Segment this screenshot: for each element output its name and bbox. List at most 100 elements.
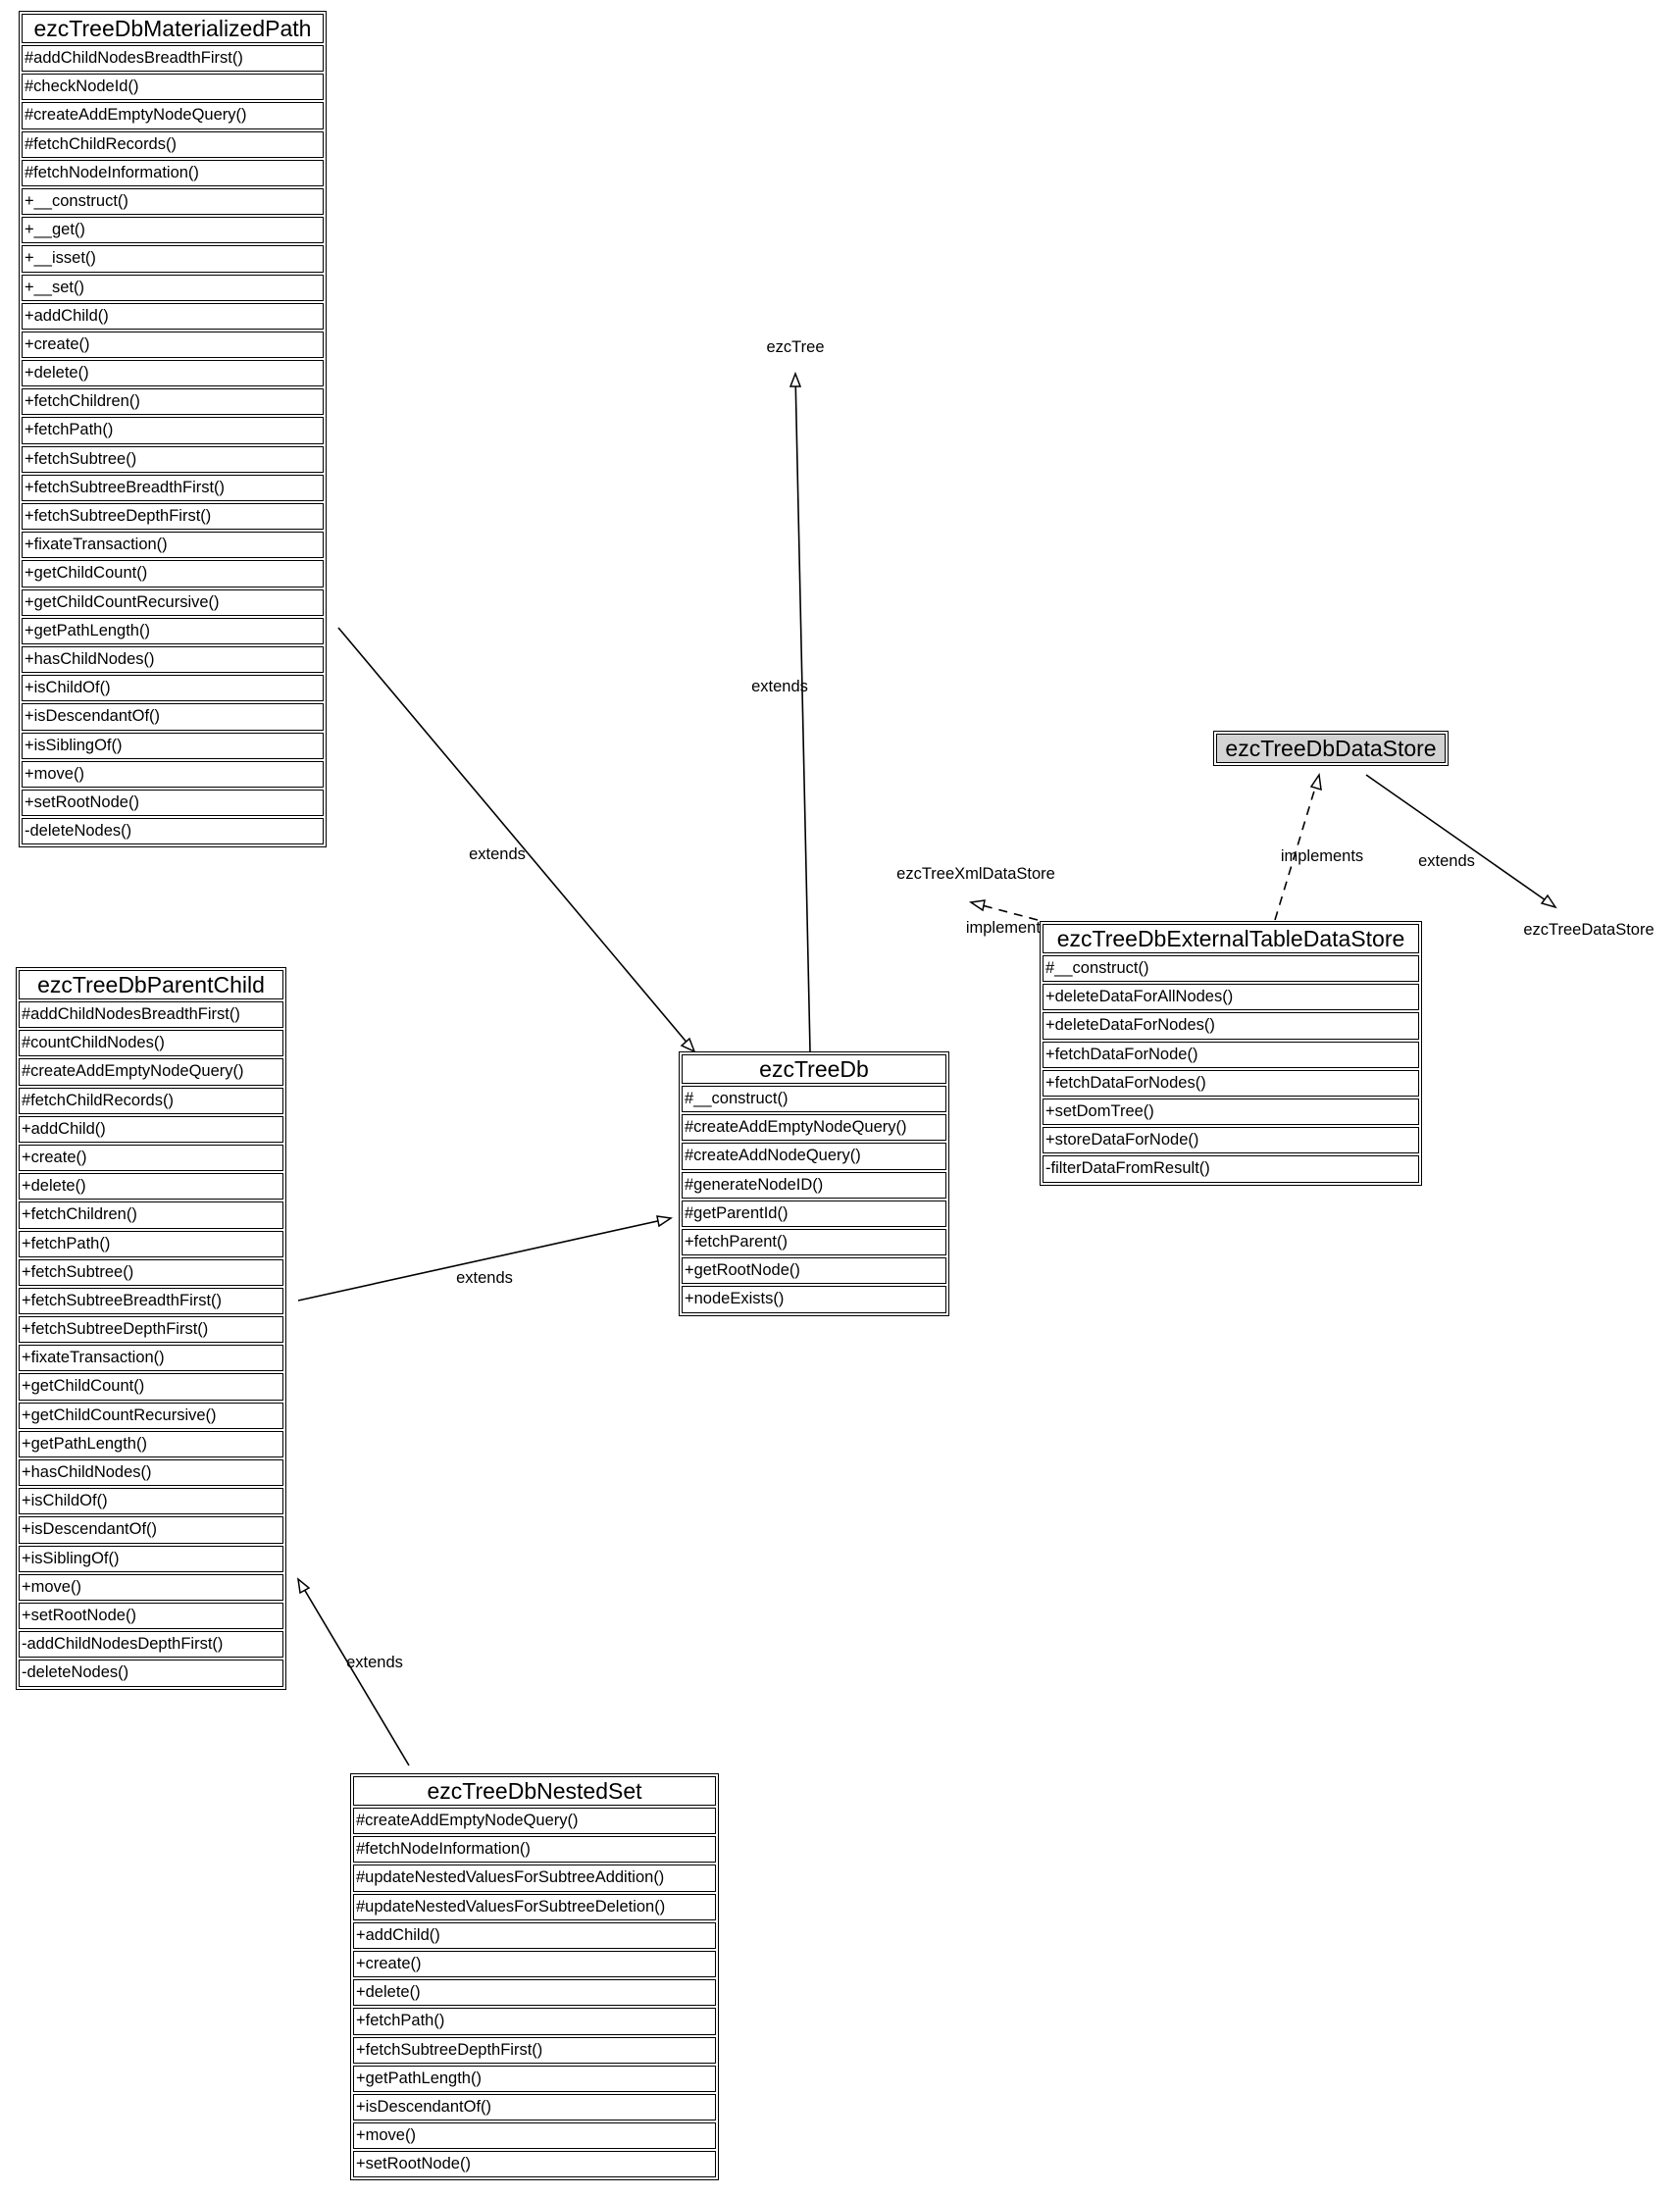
class-member: -deleteNodes()	[22, 818, 324, 845]
class-member: +delete()	[19, 1173, 283, 1201]
class-member: -addChildNodesDepthFirst()	[19, 1631, 283, 1659]
class-member: +hasChildNodes()	[19, 1459, 283, 1487]
member-list: #__construct()#createAddEmptyNodeQuery()…	[682, 1086, 946, 1313]
edge-external-implements-datastore: implements	[1274, 772, 1363, 921]
edge-label-datastore-extends-treedatastore: extends	[1418, 852, 1475, 870]
class-box-external-table: ezcTreeDbExternalTableDataStore #__const…	[1040, 921, 1422, 1186]
class-member: +setRootNode()	[22, 789, 324, 817]
edge-label-external-implements-xml: implements	[966, 919, 1048, 937]
class-box-nested-set: ezcTreeDbNestedSet #createAddEmptyNodeQu…	[350, 1773, 719, 2181]
class-member: +fetchSubtreeDepthFirst()	[19, 1316, 283, 1344]
class-member: #createAddEmptyNodeQuery()	[19, 1058, 283, 1086]
member-list: #addChildNodesBreadthFirst()#checkNodeId…	[22, 45, 324, 845]
edge-materialized-extends-treedb: extends	[337, 627, 696, 1053]
class-member: #updateNestedValuesForSubtreeDeletion()	[353, 1893, 716, 1920]
class-title: ezcTreeDbDataStore	[1216, 734, 1446, 763]
class-member: -deleteNodes()	[19, 1660, 283, 1687]
class-member: +create()	[22, 331, 324, 359]
class-member: +setRootNode()	[353, 2151, 716, 2178]
class-title: ezcTreeDbNestedSet	[353, 1776, 716, 1806]
class-member: #fetchNodeInformation()	[22, 159, 324, 186]
class-member: +fetchSubtreeDepthFirst()	[22, 503, 324, 531]
class-member: +getChildCountRecursive()	[19, 1402, 283, 1429]
class-member: #addChildNodesBreadthFirst()	[22, 45, 324, 73]
class-member: +__set()	[22, 274, 324, 301]
member-list: #createAddEmptyNodeQuery()#fetchNodeInfo…	[353, 1808, 716, 2178]
class-member: +fetchSubtreeDepthFirst()	[353, 2036, 716, 2064]
class-member: #addChildNodesBreadthFirst()	[19, 1001, 283, 1029]
edge-datastore-extends-treedatastore: extends	[1365, 774, 1557, 909]
class-member: +delete()	[353, 1979, 716, 2007]
class-member: +setRootNode()	[19, 1602, 283, 1630]
class-member: +deleteDataForAllNodes()	[1043, 984, 1419, 1011]
class-member: #fetchChildRecords()	[22, 130, 324, 158]
class-member: +fetchDataForNode()	[1043, 1041, 1419, 1068]
class-member: +fetchChildren()	[22, 388, 324, 416]
class-member: #createAddEmptyNodeQuery()	[22, 102, 324, 129]
class-title: ezcTreeDb	[682, 1054, 946, 1084]
class-member: +__get()	[22, 217, 324, 244]
class-member: +isChildOf()	[22, 675, 324, 702]
class-member: +move()	[22, 760, 324, 788]
class-member: +fetchPath()	[19, 1230, 283, 1257]
edge-external-implements-xml: implements	[966, 899, 1048, 937]
member-list: #__construct()+deleteDataForAllNodes()+d…	[1043, 955, 1419, 1183]
class-member: #checkNodeId()	[22, 74, 324, 101]
class-member: +fetchDataForNodes()	[1043, 1069, 1419, 1097]
class-title: ezcTreeDbExternalTableDataStore	[1043, 924, 1419, 953]
class-member: +isChildOf()	[19, 1488, 283, 1515]
class-member: +deleteDataForNodes()	[1043, 1012, 1419, 1040]
class-member: +fetchParent()	[682, 1228, 946, 1256]
class-member: +storeDataForNode()	[1043, 1127, 1419, 1154]
class-title: ezcTreeDbParentChild	[19, 970, 283, 999]
class-member: +create()	[353, 1950, 716, 1978]
edge-label-external-implements-datastore: implements	[1281, 847, 1363, 865]
class-member: +addChild()	[19, 1115, 283, 1143]
class-ezctreexmldatastore-label: ezcTreeXmlDataStore	[896, 865, 1055, 883]
class-member: +create()	[19, 1144, 283, 1172]
class-member: +nodeExists()	[682, 1286, 946, 1313]
class-member: #generateNodeID()	[682, 1171, 946, 1199]
class-member: +getPathLength()	[19, 1430, 283, 1457]
class-box-parent-child: ezcTreeDbParentChild #addChildNodesBread…	[16, 967, 286, 1690]
class-member: +hasChildNodes()	[22, 645, 324, 674]
class-member: #createAddEmptyNodeQuery()	[353, 1808, 716, 1835]
class-member: #__construct()	[682, 1086, 946, 1113]
edge-label-treedb-extends-tree: extends	[751, 678, 808, 695]
class-member: +fetchSubtreeBreadthFirst()	[22, 474, 324, 501]
class-member: +getChildCountRecursive()	[22, 588, 324, 616]
member-list: #addChildNodesBreadthFirst()#countChildN…	[19, 1001, 283, 1687]
class-member: +move()	[19, 1573, 283, 1601]
class-member: #countChildNodes()	[19, 1030, 283, 1057]
edge-label-nestedset-extends-parentchild: extends	[346, 1654, 403, 1671]
class-member: +move()	[353, 2122, 716, 2150]
class-member: #fetchNodeInformation()	[353, 1836, 716, 1864]
class-member: #createAddEmptyNodeQuery()	[682, 1114, 946, 1142]
class-member: +getPathLength()	[353, 2065, 716, 2092]
class-member: #updateNestedValuesForSubtreeAddition()	[353, 1865, 716, 1892]
class-member: +fetchChildren()	[19, 1201, 283, 1229]
class-member: #createAddNodeQuery()	[682, 1143, 946, 1170]
class-member: +setDomTree()	[1043, 1098, 1419, 1126]
class-member: +getChildCount()	[19, 1373, 283, 1401]
class-box-materialized-path: ezcTreeDbMaterializedPath #addChildNodes…	[19, 11, 327, 848]
class-member: +isDescendantOf()	[19, 1516, 283, 1544]
class-ezctree-label: ezcTree	[766, 338, 825, 356]
class-member: +getChildCount()	[22, 560, 324, 588]
class-member: +delete()	[22, 360, 324, 387]
class-member: +isDescendantOf()	[22, 703, 324, 731]
class-member: +addChild()	[353, 1921, 716, 1949]
class-member: +__isset()	[22, 245, 324, 273]
class-box-tree-db: ezcTreeDb #__construct()#createAddEmptyN…	[679, 1051, 949, 1316]
class-member: +__construct()	[22, 187, 324, 216]
edge-parentchild-extends-treedb: extends	[297, 1215, 674, 1302]
class-member: +fetchPath()	[353, 2008, 716, 2035]
class-ezctreedatastore-label: ezcTreeDataStore	[1523, 921, 1655, 939]
class-member: -filterDataFromResult()	[1043, 1155, 1419, 1183]
class-box-data-store: ezcTreeDbDataStore	[1213, 731, 1449, 766]
class-member: +fetchSubtree()	[22, 445, 324, 473]
edge-label-parentchild-extends-treedb: extends	[456, 1269, 513, 1287]
class-member: +fetchSubtree()	[19, 1258, 283, 1286]
class-member: +fetchPath()	[22, 417, 324, 444]
